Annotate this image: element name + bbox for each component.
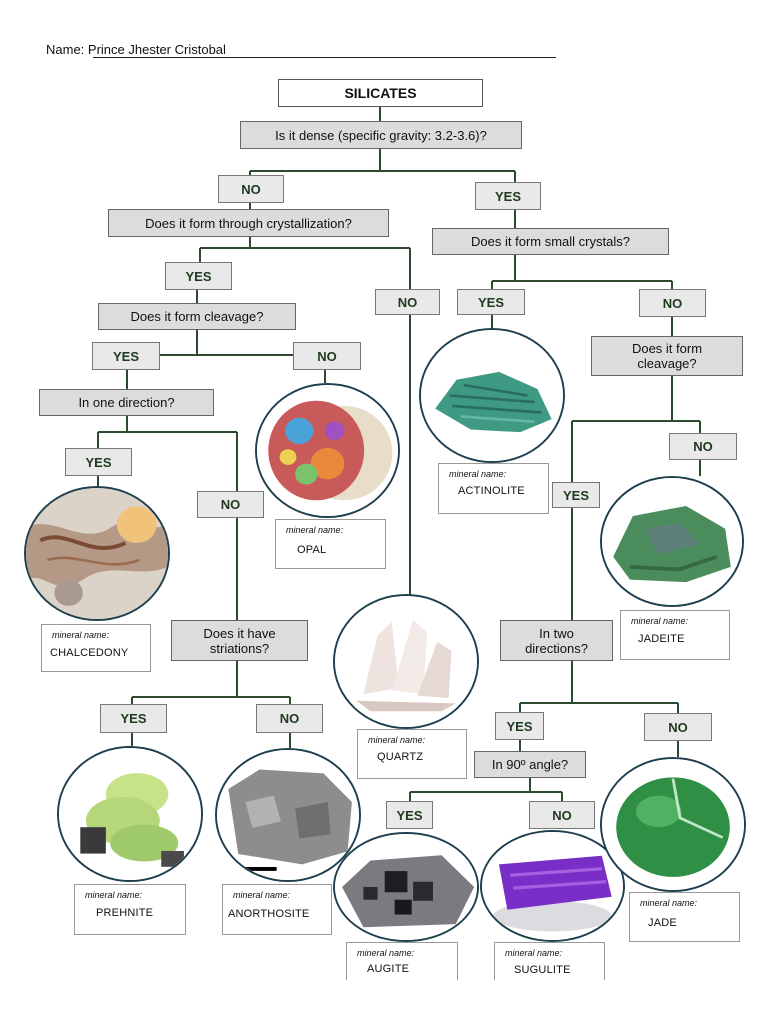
answer-no-two-directions: NO — [644, 713, 712, 741]
mineral-name-label: mineral name: — [357, 948, 415, 958]
question-cleavage-left: Does it form cleavage? — [98, 303, 296, 330]
mineral-box-jade: mineral name: JADE — [629, 892, 740, 942]
question-crystallization: Does it form through crystallization? — [108, 209, 389, 237]
answer-yes-90-angle: YES — [386, 801, 433, 829]
question-one-direction: In one direction? — [39, 389, 214, 416]
actinolite-photo — [419, 328, 565, 463]
mineral-name-value: SUGULITE — [514, 964, 571, 976]
mineral-name-label: mineral name: — [368, 735, 426, 745]
answer-yes-dense: YES — [475, 182, 541, 210]
mineral-name-label: mineral name: — [286, 525, 344, 535]
question-two-directions: In two directions? — [500, 620, 613, 661]
mineral-name-value: OPAL — [297, 544, 327, 556]
student-name: Prince Jhester Cristobal — [87, 42, 226, 57]
sugulite-photo — [480, 830, 625, 942]
answer-no-cleavage-left: NO — [293, 342, 361, 370]
answer-no-small-crystals: NO — [639, 289, 706, 317]
answer-no-striations: NO — [256, 704, 323, 733]
answer-no-dense: NO — [218, 175, 284, 203]
root-title: SILICATES — [278, 79, 483, 107]
mineral-name-label: mineral name: — [631, 616, 689, 626]
name-line: Name: Prince Jhester Cristobal — [46, 42, 556, 58]
augite-photo — [333, 832, 479, 942]
mineral-name-value: JADEITE — [638, 633, 685, 645]
answer-yes-cleavage-left: YES — [92, 342, 160, 370]
mineral-box-jadeite: mineral name: JADEITE — [620, 610, 730, 660]
mineral-name-value: PREHNITE — [96, 907, 154, 919]
mineral-box-actinolite: mineral name: ACTINOLITE — [438, 463, 549, 514]
answer-no-cleavage-right: NO — [669, 433, 737, 460]
mineral-name-value: ANORTHOSITE — [228, 908, 310, 920]
mineral-name-value: ACTINOLITE — [458, 485, 525, 497]
mineral-box-anorthosite: mineral name: ANORTHOSITE — [222, 884, 332, 935]
mineral-name-value: CHALCEDONY — [50, 647, 129, 659]
answer-yes-cleavage-right: YES — [552, 482, 600, 508]
question-striations: Does it have striations? — [171, 620, 308, 661]
question-90-angle: In 90º angle? — [474, 751, 586, 778]
jade-photo — [600, 757, 746, 892]
mineral-name-label: mineral name: — [640, 898, 698, 908]
question-dense: Is it dense (specific gravity: 3.2-3.6)? — [240, 121, 522, 149]
mineral-box-augite: mineral name: AUGITE — [346, 942, 458, 980]
mineral-box-sugulite: mineral name: SUGULITE — [494, 942, 605, 980]
mineral-name-label: mineral name: — [233, 890, 291, 900]
quartz-photo — [333, 594, 479, 729]
mineral-name-label: mineral name: — [449, 469, 507, 479]
mineral-box-chalcedony: mineral name: CHALCEDONY — [41, 624, 151, 672]
mineral-name-value: AUGITE — [367, 963, 410, 975]
prehnite-photo — [57, 746, 203, 882]
mineral-box-prehnite: mineral name: PREHNITE — [74, 884, 186, 935]
answer-no-crystallization: NO — [375, 289, 440, 315]
opal-photo — [255, 383, 400, 518]
question-cleavage-right: Does it form cleavage? — [591, 336, 743, 376]
mineral-name-label: mineral name: — [52, 630, 110, 640]
answer-no-one-direction: NO — [197, 491, 264, 518]
question-small-crystals: Does it form small crystals? — [432, 228, 669, 255]
mineral-name-label: mineral name: — [85, 890, 143, 900]
mineral-name-value: QUARTZ — [377, 751, 424, 763]
answer-yes-one-direction: YES — [65, 448, 132, 476]
jadeite-photo — [600, 476, 744, 607]
answer-yes-small-crystals: YES — [457, 289, 525, 315]
mineral-box-quartz: mineral name: QUARTZ — [357, 729, 467, 779]
answer-yes-striations: YES — [100, 704, 167, 733]
anorthosite-photo — [215, 748, 361, 882]
name-underline — [93, 57, 556, 58]
answer-no-90-angle: NO — [529, 801, 595, 829]
answer-yes-two-directions: YES — [495, 712, 544, 740]
mineral-box-opal: mineral name: OPAL — [275, 519, 386, 569]
mineral-name-value: JADE — [648, 917, 677, 929]
chalcedony-photo — [24, 486, 170, 621]
name-label: Name: — [46, 42, 85, 57]
mineral-name-label: mineral name: — [505, 948, 563, 958]
answer-yes-crystallization: YES — [165, 262, 232, 290]
